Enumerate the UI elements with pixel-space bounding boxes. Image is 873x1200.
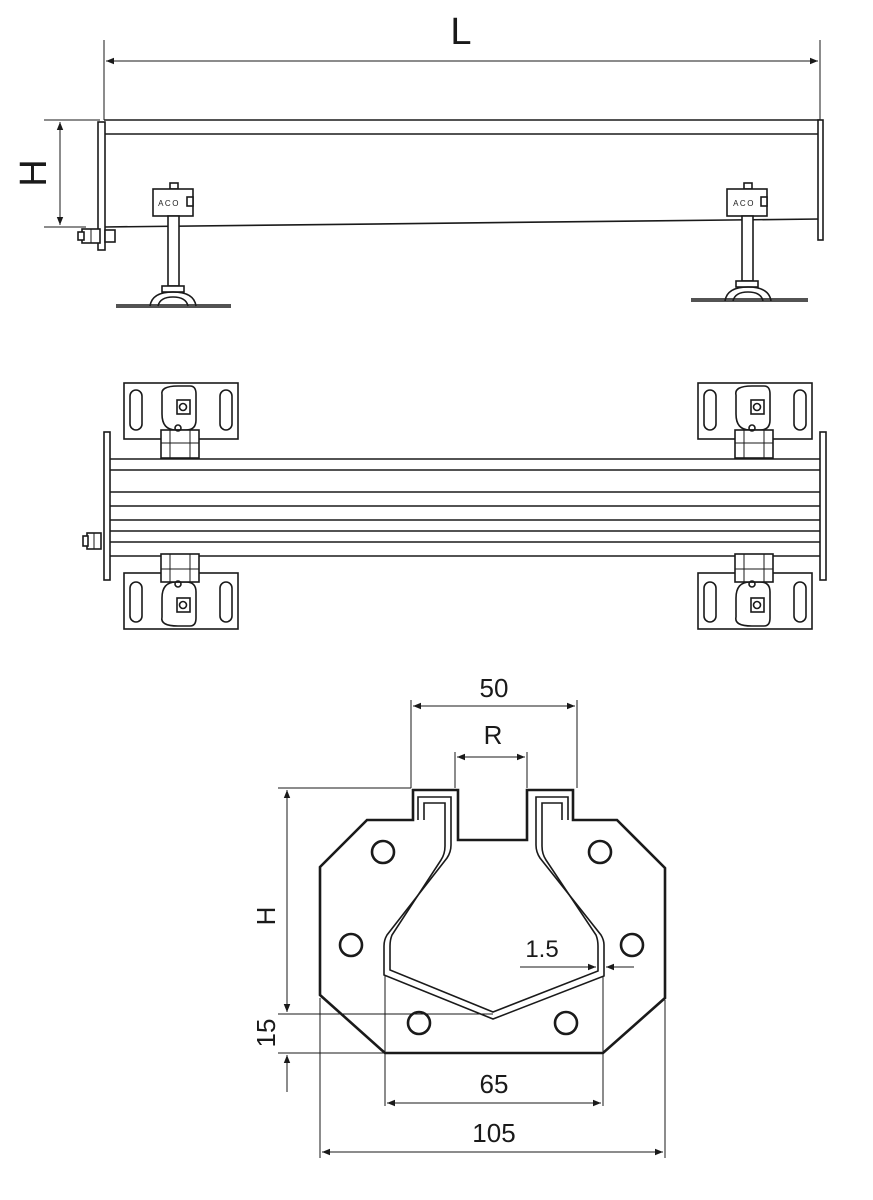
wall-thickness-label: 1.5: [525, 936, 558, 963]
cross-section-view: 50 R H 15 1.5 65 105: [251, 673, 667, 1158]
bolt-hole: [587, 839, 613, 865]
bolt-hole: [370, 839, 396, 865]
foot-plate-top-left: [123, 382, 239, 459]
right-end-cap: [817, 119, 824, 241]
top-left-end-plate: [103, 431, 111, 581]
height-label: H: [13, 159, 55, 186]
brand-label-right: ACO: [733, 199, 755, 208]
length-label: L: [450, 11, 471, 53]
outlet-fitting: [77, 228, 116, 244]
bottom-offset-label: 15: [251, 1019, 281, 1048]
bolt-hole: [406, 1010, 432, 1036]
section-height-label: H: [251, 907, 281, 926]
left-height-adjuster: ACO: [116, 182, 231, 308]
top-outlet: [82, 532, 102, 550]
side-view: L H ACO: [13, 11, 824, 308]
channel-sloped-invert: [103, 218, 821, 228]
right-height-adjuster: ACO: [691, 182, 808, 302]
foot-plate-top-right: [697, 382, 813, 459]
base-plate-outline: [318, 788, 667, 1055]
channel-profile-inner: [389, 802, 599, 1013]
top-view: [82, 382, 827, 630]
brand-label-left: ACO: [158, 199, 180, 208]
foot-plate-bottom-right: [697, 553, 813, 630]
left-end-cap: [97, 121, 106, 251]
bolt-hole: [619, 932, 645, 958]
base-width-label: 105: [472, 1118, 515, 1148]
slot-label: R: [484, 720, 503, 750]
width-top-label: 50: [480, 673, 509, 703]
bolt-hole: [553, 1010, 579, 1036]
inner-width-label: 65: [480, 1069, 509, 1099]
channel-profile-outer: [383, 796, 605, 1020]
bolt-hole: [338, 932, 364, 958]
top-right-end-plate: [819, 431, 827, 581]
foot-plate-bottom-left: [123, 553, 239, 630]
